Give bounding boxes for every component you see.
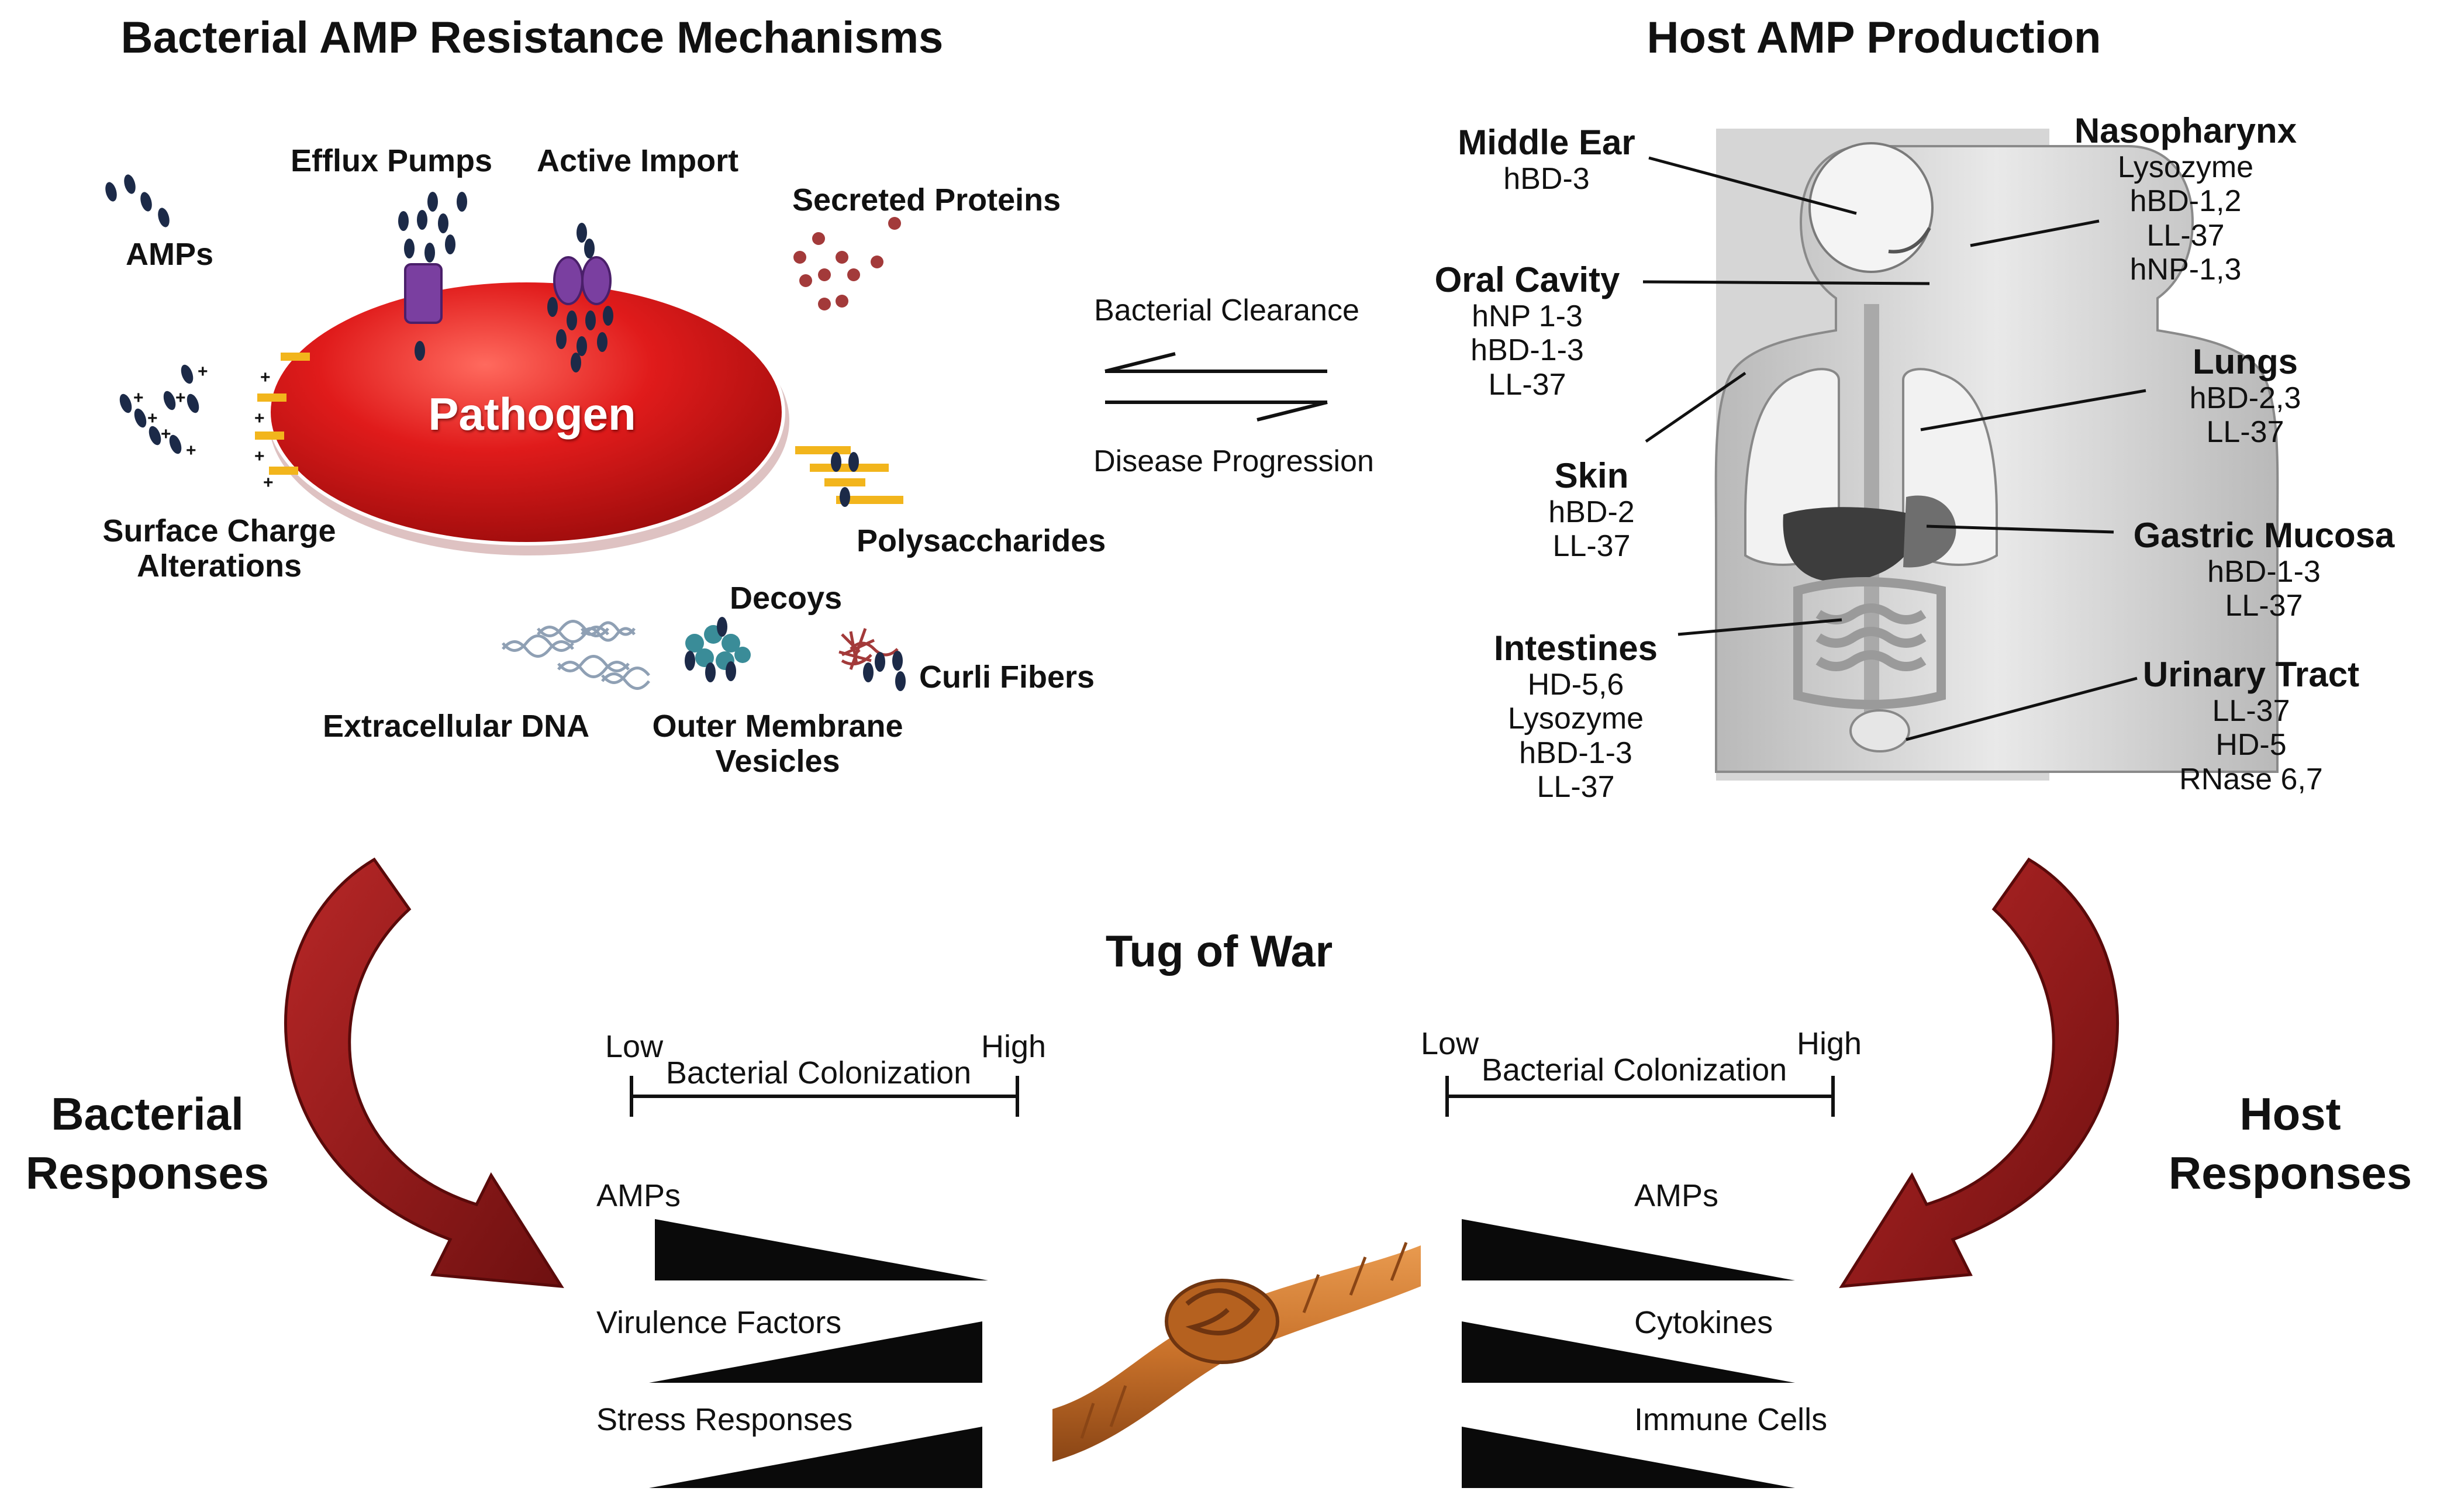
decoys-label: Decoys: [730, 581, 843, 616]
host-responses-arrow: [1839, 857, 2120, 1288]
extracellular-dna-label: Extracellular DNA: [323, 709, 590, 744]
equilibrium-arrows: [1104, 352, 1328, 422]
curli-fibers-label: Curli Fibers: [919, 660, 1095, 695]
secreted-proteins-icon: [793, 217, 901, 310]
site-oral-cavity: Oral Cavity hNP 1-3 hBD-1-3 LL-37: [1434, 260, 1620, 402]
left-row-amps: AMPs: [596, 1178, 681, 1213]
site-urinary-tract: Urinary Tract LL-37 HD-5 RNase 6,7: [2142, 655, 2360, 796]
svg-text:+: +: [175, 388, 186, 408]
outer-membrane-vesicles-label: Outer Membrane Vesicles: [652, 709, 903, 779]
site-skin: Skin hBD-2 LL-37: [1548, 456, 1635, 564]
site-gastric-mucosa: Gastric Mucosa hBD-1-3 LL-37: [2133, 516, 2395, 623]
left-row-stress-responses: Stress Responses: [596, 1402, 853, 1437]
wedge-amps-decreasing: [655, 1219, 988, 1280]
svg-text:+: +: [186, 441, 196, 460]
left-colonization-scale: [630, 1076, 1019, 1117]
wedge-cytokines-decreasing: [1462, 1321, 1795, 1383]
site-lungs: Lungs hBD-2,3 LL-37: [2189, 342, 2301, 450]
amps-cluster-icon: [103, 173, 172, 229]
efflux-pump-icon: [398, 192, 467, 361]
bacterial-section-title: Bacterial AMP Resistance Mechanisms: [120, 13, 944, 63]
right-scale-title: Bacterial Colonization: [1481, 1052, 1787, 1088]
bacterial-clearance-label: Bacterial Clearance: [1094, 294, 1359, 327]
right-row-amps: AMPs: [1634, 1178, 1719, 1213]
svg-text:+: +: [198, 362, 208, 381]
bacterial-responses-arrow: [284, 857, 564, 1288]
right-scale-high: High: [1797, 1026, 1862, 1061]
left-row-virulence-factors: Virulence Factors: [596, 1305, 842, 1340]
active-import-icon: [547, 223, 613, 372]
active-import-label: Active Import: [537, 143, 739, 178]
svg-text:+: +: [254, 409, 265, 428]
host-section-title: Host AMP Production: [1646, 13, 2101, 63]
right-row-immune-cells: Immune Cells: [1634, 1402, 1828, 1437]
svg-text:+: +: [263, 473, 274, 492]
surface-charge-icon: +++ +++ +++ +: [117, 353, 310, 492]
human-body-figure: [1714, 129, 2279, 781]
svg-text:+: +: [254, 447, 265, 466]
left-scale-title: Bacterial Colonization: [665, 1055, 972, 1090]
right-row-cytokines: Cytokines: [1634, 1305, 1773, 1340]
left-trend-wedges: [649, 1219, 988, 1488]
svg-text:+: +: [260, 368, 271, 387]
pathogen-label: Pathogen: [428, 388, 636, 440]
site-intestines: Intestines HD-5,6 Lysozyme hBD-1-3 LL-37: [1493, 629, 1658, 804]
right-trend-wedges: [1462, 1219, 1795, 1488]
amps-label: AMPs: [126, 237, 214, 272]
host-responses-label: Host Responses: [2168, 1088, 2412, 1199]
wedge-host-amps-decreasing: [1462, 1219, 1795, 1280]
surface-charge-label: Surface Charge Alterations: [102, 513, 336, 584]
tug-of-war-title: Tug of War: [1105, 927, 1333, 976]
svg-text:+: +: [147, 409, 158, 428]
polysaccharides-icon: [795, 446, 903, 507]
bacterial-responses-label: Bacterial Responses: [25, 1088, 270, 1199]
curli-fibers-icon: [838, 628, 906, 691]
site-nasopharynx: Nasopharynx Lysozyme hBD-1,2 LL-37 hNP-1…: [2074, 111, 2297, 286]
site-middle-ear: Middle Ear hBD-3: [1458, 123, 1635, 196]
efflux-pumps-label: Efflux Pumps: [291, 143, 493, 178]
right-colonization-scale: [1445, 1076, 1835, 1117]
wedge-virulence-increasing: [649, 1321, 982, 1383]
outer-membrane-vesicles-icon: [685, 617, 751, 682]
right-scale-low: Low: [1421, 1026, 1479, 1061]
svg-text:+: +: [161, 424, 171, 444]
rope-knot-icon: [1052, 1242, 1421, 1462]
left-scale-high: High: [981, 1029, 1047, 1064]
left-scale-low: Low: [605, 1029, 664, 1064]
disease-progression-label: Disease Progression: [1093, 444, 1374, 478]
svg-text:+: +: [133, 388, 144, 408]
extracellular-dna-icon: [502, 620, 650, 690]
polysaccharides-label: Polysaccharides: [857, 523, 1106, 558]
wedge-immune-cells-decreasing: [1462, 1427, 1795, 1488]
pathogen-cell: [267, 279, 789, 555]
secreted-proteins-label: Secreted Proteins: [792, 182, 1061, 218]
organ-leader-lines: [1642, 156, 2146, 741]
wedge-stress-increasing: [649, 1427, 982, 1488]
